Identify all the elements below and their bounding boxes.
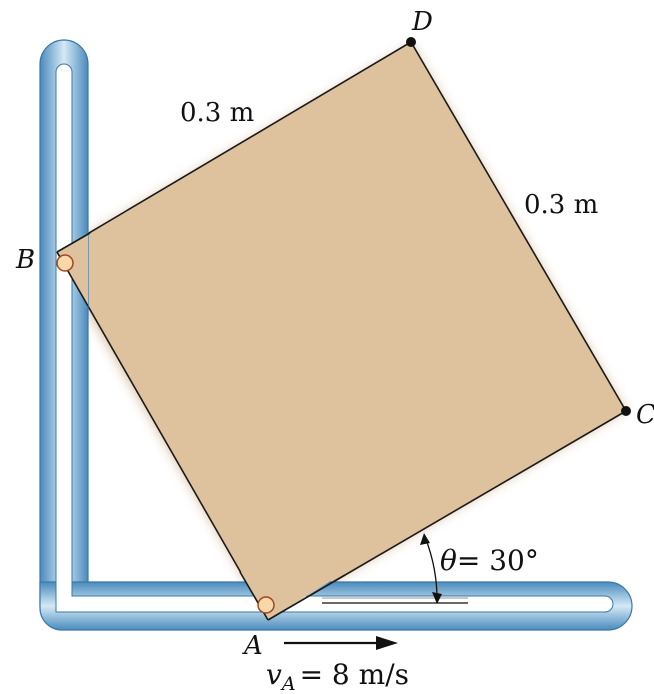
angle-arrowhead-top [420, 533, 430, 545]
label-velocity: vA= 8 m/s [266, 658, 409, 694]
velocity-subscript: A [280, 673, 296, 694]
pin-a [257, 596, 275, 614]
angle-arrowhead-bottom [432, 592, 442, 604]
velocity-symbol: v [266, 658, 282, 691]
velocity-value: = 8 m/s [300, 658, 409, 691]
plate-edge-left [56, 251, 269, 621]
label-d: D [411, 7, 433, 37]
square-plate [57, 42, 626, 620]
track-slot [55, 63, 614, 613]
plate-edge-right [410, 41, 627, 412]
plate-overlap-left [57, 234, 88, 305]
label-a: A [242, 631, 263, 661]
pin-b [56, 254, 74, 272]
plate-edge-bottom-overlap [267, 574, 346, 621]
label-top-side-length: 0.3 m [180, 98, 254, 128]
label-right-side-length: 0.3 m [524, 190, 598, 220]
point-c [621, 406, 631, 416]
label-c: C [636, 400, 654, 430]
theta-symbol: θ [440, 544, 457, 577]
point-d [406, 37, 416, 47]
label-theta: θ= 30° [440, 544, 539, 577]
theta-value: = 30° [457, 544, 539, 577]
plate-edge-top [56, 41, 412, 253]
plate-edge-top-overlap [56, 232, 91, 253]
velocity-arrowhead [376, 636, 398, 650]
label-b: B [15, 245, 35, 275]
